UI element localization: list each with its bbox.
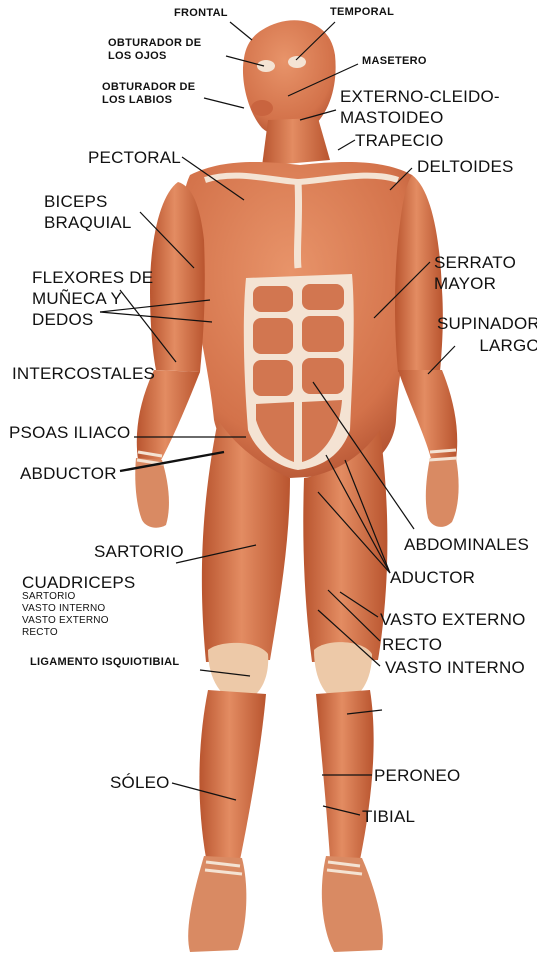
label-abductor: ABDUCTOR bbox=[20, 463, 117, 484]
label-sartorio: SARTORIO bbox=[94, 541, 184, 562]
label-cuadriceps: CUADRICEPS bbox=[22, 572, 135, 593]
label-flexores: FLEXORES DE MUÑECA Y DEDOS bbox=[32, 267, 153, 330]
neck bbox=[262, 118, 330, 166]
label-frontal: FRONTAL bbox=[174, 7, 228, 20]
label-serrato: SERRATO MAYOR bbox=[434, 252, 516, 294]
label-supinador: SUPINADOR LARGO bbox=[437, 313, 537, 357]
mouth bbox=[251, 100, 273, 116]
label-aductor: ADUCTOR bbox=[390, 567, 475, 588]
label-trapecio: TRAPECIO bbox=[355, 130, 444, 151]
right-forearm bbox=[398, 370, 457, 462]
label-vasto-interno: VASTO INTERNO bbox=[385, 657, 525, 678]
label-obturador-labios: OBTURADOR DE LOS LABIOS bbox=[102, 81, 195, 107]
eye-right bbox=[288, 56, 306, 68]
head bbox=[243, 20, 336, 136]
eye-left bbox=[257, 60, 275, 72]
label-soleo: SÓLEO bbox=[110, 772, 170, 793]
label-pectoral: PECTORAL bbox=[88, 147, 181, 168]
label-vasto-externo: VASTO EXTERNO bbox=[380, 609, 526, 630]
label-biceps: BICEPS BRAQUIAL bbox=[44, 191, 132, 233]
label-temporal: TEMPORAL bbox=[330, 6, 394, 19]
sternum-tendon bbox=[297, 182, 298, 268]
label-ligamento: LIGAMENTO ISQUIOTIBIAL bbox=[30, 656, 179, 669]
label-recto: RECTO bbox=[382, 634, 442, 655]
left-upper-arm bbox=[150, 182, 205, 372]
left-shin bbox=[199, 690, 266, 860]
label-obturador-ojos: OBTURADOR DE LOS OJOS bbox=[108, 37, 201, 63]
label-abdominales: ABDOMINALES bbox=[404, 534, 529, 555]
label-peroneo: PERONEO bbox=[374, 765, 460, 786]
label-tibial: TIBIAL bbox=[362, 806, 415, 827]
label-masetero: MASETERO bbox=[362, 55, 427, 68]
label-psoas: PSOAS ILIACO bbox=[9, 422, 130, 443]
right-hand bbox=[426, 458, 459, 527]
label-externo-cleido: EXTERNO-CLEIDO- MASTOIDEO bbox=[340, 86, 500, 128]
label-intercostales: INTERCOSTALES bbox=[12, 363, 155, 384]
label-cuadriceps-parts: SARTORIO VASTO INTERNO VASTO EXTERNO REC… bbox=[22, 591, 109, 639]
label-deltoides: DELTOIDES bbox=[417, 156, 514, 177]
